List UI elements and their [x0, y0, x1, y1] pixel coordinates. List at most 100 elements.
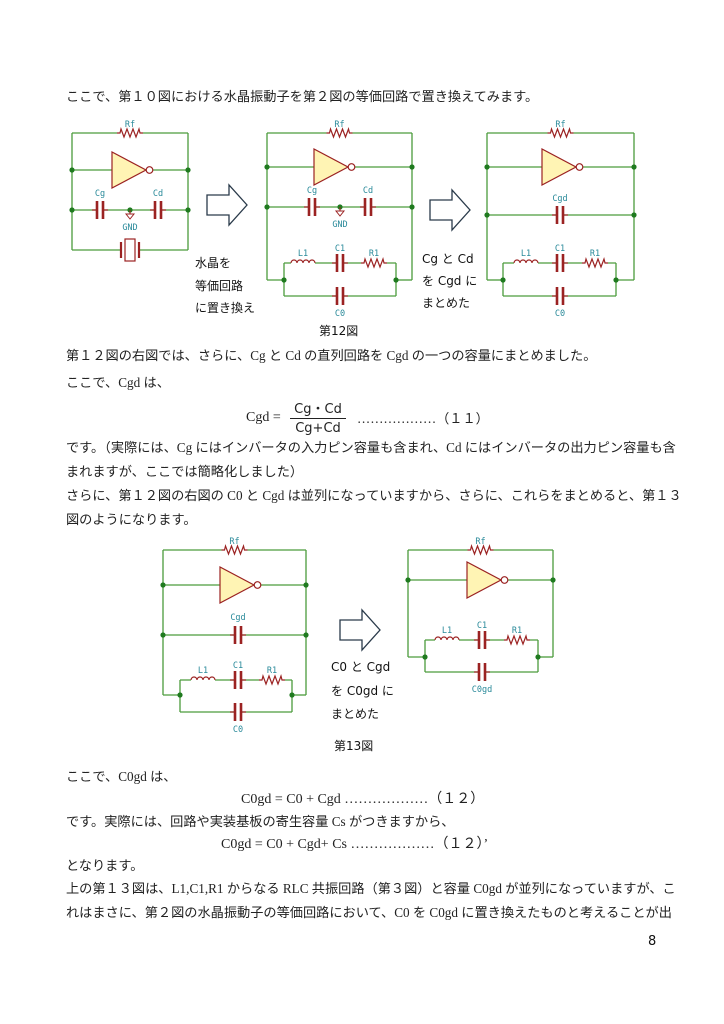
triangle — [111, 151, 148, 189]
arrow-caption: を Cgd に — [422, 274, 478, 288]
bubble — [575, 163, 584, 171]
component-label: C1 — [555, 244, 565, 254]
mask — [337, 287, 343, 305]
paragraph: 図のようになります。 — [66, 512, 197, 527]
triangle — [124, 213, 136, 220]
resistor-symbol — [582, 256, 608, 269]
component-label: Cg — [307, 186, 317, 196]
capacitor-symbol — [552, 254, 568, 272]
zigzag — [117, 126, 143, 139]
bubble — [145, 166, 154, 174]
junction-dot — [409, 164, 415, 170]
figure-caption: 第13図 — [334, 739, 374, 753]
mask — [504, 635, 530, 645]
arrow-right-icon — [206, 183, 248, 227]
mask — [309, 198, 315, 216]
mask — [117, 128, 143, 138]
coil — [290, 259, 316, 264]
mask — [259, 675, 285, 685]
mask — [557, 206, 563, 224]
zigzag — [582, 256, 608, 269]
zigzag — [547, 126, 574, 139]
zigzag — [259, 673, 285, 686]
component-label: GND — [122, 223, 137, 233]
inductor-symbol — [434, 635, 460, 641]
arrow-caption: まとめた — [331, 707, 380, 721]
mask — [337, 254, 343, 272]
junction-dot — [393, 277, 399, 283]
resistor-symbol — [326, 126, 353, 139]
paragraph: 第１２図の右図では、さらに、Cg と Cd の直列回路を Cgd の一つの容量に… — [66, 348, 597, 363]
resistor-symbol — [504, 633, 530, 646]
component-label: R1 — [267, 666, 277, 676]
capacitor-symbol — [552, 287, 568, 305]
junction-dot — [484, 164, 490, 170]
junction-dot — [264, 164, 270, 170]
triangle — [541, 148, 578, 186]
paragraph: れはまさに、第２図の水晶振動子の等価回路において、C0 を C0gd に置き換え… — [66, 905, 672, 920]
ground-symbol — [334, 207, 346, 217]
paragraph: さらに、第１２図の右図の C0 と Cgd は並列になっていますから、さらに、こ… — [66, 488, 682, 503]
component-label: Rf — [229, 537, 239, 547]
page-number: 8 — [648, 934, 657, 949]
mask — [155, 201, 161, 219]
paragraph: です。実際には、回路や実装基板の寄生容量 Cs がつきますから、 — [66, 814, 455, 829]
component-label: C0 — [335, 309, 345, 319]
crystal-symbol — [119, 238, 141, 262]
inverter-symbol — [541, 148, 584, 186]
junction-dot — [289, 692, 295, 698]
mask — [467, 545, 494, 555]
resistor-symbol — [467, 543, 494, 556]
junction-dot — [185, 167, 191, 173]
junction-dot — [303, 582, 309, 588]
mask — [235, 671, 241, 689]
arrow-caption: 水晶を — [195, 256, 232, 270]
resistor-symbol — [117, 126, 143, 139]
junction-dot — [160, 632, 166, 638]
zigzag — [361, 256, 387, 269]
junction-dot — [500, 277, 506, 283]
component-label: C1 — [335, 244, 345, 254]
resistor-symbol — [221, 543, 248, 556]
triangle — [334, 210, 346, 217]
paragraph: ここで、Cgd は、 — [66, 375, 170, 390]
capacitor-symbol — [332, 287, 348, 305]
component-label: Rf — [125, 120, 135, 130]
arrow-caption: まとめた — [422, 296, 471, 310]
component-label: Cgd — [230, 613, 245, 623]
junction-dot — [160, 582, 166, 588]
capacitor-symbol — [230, 671, 246, 689]
junction-dot — [550, 577, 556, 583]
junction-dot — [303, 632, 309, 638]
capacitor-symbol — [360, 198, 376, 216]
mask — [479, 663, 485, 681]
triangle — [219, 566, 256, 604]
junction-dot — [69, 167, 75, 173]
mask — [235, 703, 241, 721]
paragraph: 上の第１３図は、L1,C1,R1 からなる RLC 共振回路（第３図）と容量 C… — [66, 881, 676, 896]
paragraph: です。（実際には、Cg にはインバータの入力ピン容量も含まれ、Cd にはインバー… — [66, 440, 676, 455]
mask — [365, 198, 371, 216]
arrow-caption: を C0gd に — [331, 684, 394, 698]
numerator: Cg・Cd — [294, 402, 342, 417]
mask — [97, 201, 103, 219]
capacitor-symbol — [474, 663, 490, 681]
formula-12-prime: C0gd = C0 + Cgd+ Cs ………………（１２）’ — [221, 837, 489, 852]
component-label: Rf — [555, 120, 565, 130]
component-label: Rf — [475, 537, 485, 547]
junction-dot — [405, 577, 411, 583]
ground-symbol — [124, 210, 136, 220]
junction-dot — [613, 277, 619, 283]
inductor-symbol — [513, 258, 539, 264]
component-label: C0gd — [472, 685, 492, 695]
capacitor-symbol — [230, 626, 246, 644]
coil — [190, 676, 216, 681]
junction-dot — [484, 212, 490, 218]
component-label: Rf — [334, 120, 344, 130]
mask — [479, 631, 485, 649]
component-label: Cd — [363, 186, 373, 196]
bubble — [253, 581, 262, 589]
